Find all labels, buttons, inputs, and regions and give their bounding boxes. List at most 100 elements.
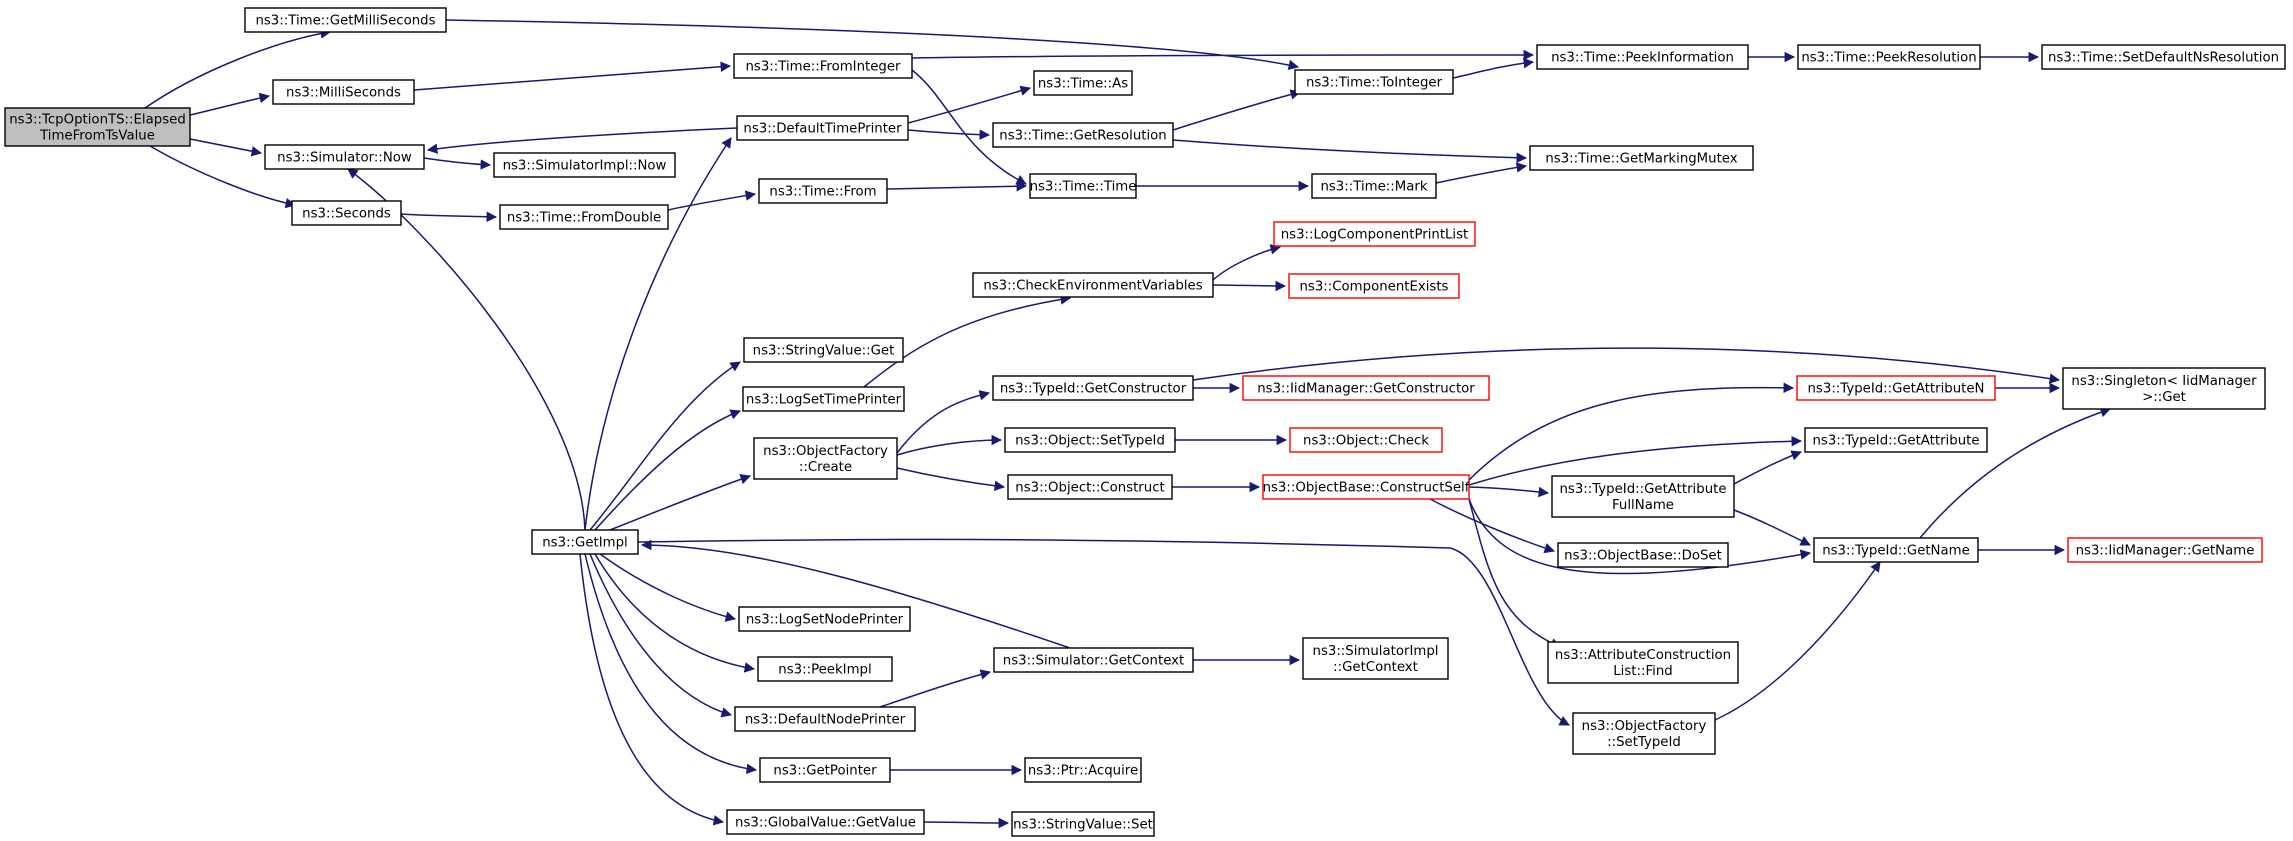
call-edge [1714, 561, 1881, 721]
node-peekres[interactable]: ns3::Time::PeekResolution [1797, 44, 1981, 70]
node-strset[interactable]: ns3::StringValue::Set [1011, 811, 1155, 837]
node-logcomplist[interactable]: ns3::LogComponentPrintList [1273, 221, 1476, 247]
node-box [738, 606, 911, 632]
node-getname[interactable]: ns3::TypeId::GetName [1813, 537, 1979, 563]
node-tointeger[interactable]: ns3::Time::ToInteger [1294, 69, 1454, 95]
node-label: ns3::LogSetNodePrinter [746, 613, 904, 628]
node-checkenv[interactable]: ns3::CheckEnvironmentVariables [972, 272, 1214, 298]
node-box [1029, 173, 1137, 199]
node-defprinter[interactable]: ns3::DefaultTimePrinter [736, 115, 909, 141]
node-box [499, 204, 669, 230]
node-box [733, 53, 913, 79]
node-box [1007, 474, 1173, 500]
node-getpointer[interactable]: ns3::GetPointer [759, 757, 891, 783]
node-peekimpl[interactable]: ns3::PeekImpl [757, 656, 893, 682]
node-getmilli[interactable]: ns3::Time::GetMilliSeconds [244, 7, 447, 33]
node-defnodeprinter[interactable]: ns3::DefaultNodePrinter [734, 706, 916, 732]
node-label: ns3::LogSetTimePrinter [746, 393, 902, 408]
node-logsettime[interactable]: ns3::LogSetTimePrinter [742, 386, 905, 412]
node-box [531, 529, 639, 555]
node-simgetctx[interactable]: ns3::Simulator::GetContext [993, 647, 1194, 673]
node-simnow[interactable]: ns3::Simulator::Now [264, 144, 425, 170]
node-label: ns3::CheckEnvironmentVariables [983, 279, 1202, 294]
node-label: ns3::TypeId::GetAttribute [1812, 434, 1979, 449]
node-simimplctx[interactable]: ns3::SimulatorImpl::GetContext [1302, 637, 1449, 680]
node-globalget[interactable]: ns3::GlobalValue::GetValue [726, 809, 925, 835]
call-edge [149, 145, 297, 209]
node-objcheck[interactable]: ns3::Object::Check [1289, 427, 1443, 453]
node-strget[interactable]: ns3::StringValue::Get [743, 337, 904, 363]
node-ptracquire[interactable]: ns3::Ptr::Acquire [1024, 757, 1142, 783]
call-edge [863, 294, 1072, 388]
node-box [1572, 712, 1716, 755]
call-edge [1468, 486, 1550, 498]
node-seconds[interactable]: ns3::Seconds [291, 200, 402, 226]
node-factsettypeid[interactable]: ns3::ObjectFactory::SetTypeId [1572, 712, 1716, 755]
node-box [1804, 427, 1988, 453]
node-box [1529, 145, 1754, 171]
node-box [1011, 811, 1155, 837]
node-label: ns3::Time::PeekResolution [1801, 51, 1976, 66]
node-label: ns3::Time::PeekInformation [1551, 51, 1734, 66]
node-box [1797, 44, 1981, 70]
node-timefrom[interactable]: ns3::Time::From [758, 178, 888, 204]
call-edge [579, 553, 725, 826]
node-frominteger[interactable]: ns3::Time::FromInteger [733, 53, 913, 79]
call-edge [886, 180, 1028, 192]
node-peekinfo[interactable]: ns3::Time::PeekInformation [1536, 44, 1749, 70]
node-fromdouble[interactable]: ns3::Time::FromDouble [499, 204, 669, 230]
node-timemark[interactable]: ns3::Time::Mark [1311, 173, 1437, 199]
node-doset[interactable]: ns3::ObjectBase::DoSet [1557, 542, 1729, 568]
node-singleton[interactable]: ns3::Singleton< IidManager>::Get [2062, 367, 2266, 410]
node-getattrn[interactable]: ns3::TypeId::GetAttributeN [1796, 375, 1996, 401]
node-box [244, 7, 447, 33]
call-edge [1452, 57, 1535, 79]
node-getres[interactable]: ns3::Time::GetResolution [992, 122, 1174, 148]
node-getmarking[interactable]: ns3::Time::GetMarkingMutex [1529, 145, 1754, 171]
call-edge [584, 553, 758, 774]
node-box [742, 386, 905, 412]
node-objfactcreate[interactable]: ns3::ObjectFactory::Create [753, 437, 898, 480]
node-box [2062, 367, 2266, 410]
node-box [972, 272, 1214, 298]
node-box [743, 337, 904, 363]
node-objconstruct[interactable]: ns3::Object::Construct [1007, 474, 1173, 500]
node-timeas[interactable]: ns3::Time::As [1033, 70, 1133, 96]
node-iidgetctor[interactable]: ns3::IidManager::GetConstructor [1242, 375, 1490, 401]
call-edge [1468, 498, 1812, 575]
node-setdefres[interactable]: ns3::Time::SetDefaultNsResolution [2041, 44, 2286, 70]
node-iidgetname[interactable]: ns3::IidManager::GetName [2067, 537, 2263, 563]
call-edge [911, 49, 1535, 61]
node-box [1024, 757, 1142, 783]
node-label: ns3::Time::ToInteger [1306, 76, 1443, 91]
node-timetime[interactable]: ns3::Time::Time [1029, 173, 1137, 199]
node-label: ns3::TypeId::GetAttributeN [1808, 382, 1985, 397]
node-settypeid[interactable]: ns3::Object::SetTypeId [1004, 427, 1176, 453]
node-getattr[interactable]: ns3::TypeId::GetAttribute [1804, 427, 1988, 453]
node-millisec[interactable]: ns3::MilliSeconds [272, 79, 415, 105]
node-label: ns3::Time::FromInteger [745, 60, 901, 75]
node-label: ns3::Time::From [769, 185, 876, 200]
node-compexists[interactable]: ns3::ComponentExists [1288, 273, 1460, 299]
node-simimplnow[interactable]: ns3::SimulatorImpl::Now [493, 152, 676, 178]
node-label: ns3::ComponentExists [1299, 280, 1448, 295]
node-label: ns3::Simulator::GetContext [1003, 654, 1184, 669]
call-edge [584, 137, 732, 531]
node-label: ns3::GetPointer [773, 764, 877, 779]
node-box [758, 178, 888, 204]
node-constructself[interactable]: ns3::ObjectBase::ConstructSelf [1262, 474, 1470, 500]
node-box [1242, 375, 1490, 401]
node-logsetnode[interactable]: ns3::LogSetNodePrinter [738, 606, 911, 632]
node-box [753, 437, 898, 480]
node-label: ns3::DefaultNodePrinter [745, 713, 906, 728]
node-label: ns3::TypeId::GetName [1822, 544, 1970, 559]
node-getctor[interactable]: ns3::TypeId::GetConstructor [992, 375, 1194, 401]
node-box [1796, 375, 1996, 401]
node-label: ns3::Object::Construct [1015, 481, 1164, 496]
node-getimpl[interactable]: ns3::GetImpl [531, 529, 639, 555]
